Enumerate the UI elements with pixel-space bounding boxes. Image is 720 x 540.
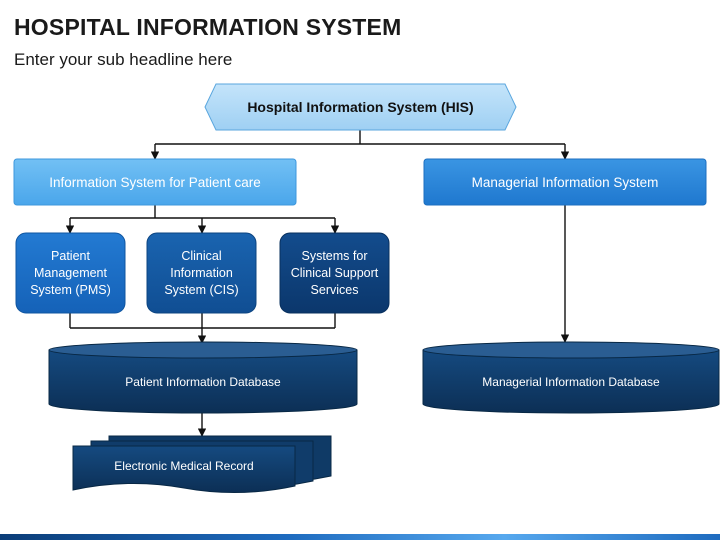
managerial-db-node: Managerial Information Database: [482, 374, 660, 389]
csis-node: Systems for Clinical Support Services: [290, 248, 379, 297]
footer-accent-bar: [0, 534, 720, 540]
patient-care-node-shape: [13, 158, 297, 206]
patient-care-node: Information System for Patient care: [49, 174, 261, 190]
managerial-node: Managerial Information System: [471, 174, 659, 190]
connectors: [65, 130, 570, 437]
root-node-shape: [204, 83, 517, 131]
root-node: Hospital Information System (HIS): [247, 98, 474, 115]
pms-node: Patient Management System (PMS): [30, 248, 111, 297]
managerial-node-shape: [423, 158, 707, 206]
pms-node-shape: [15, 232, 126, 314]
cis-node: Clinical Information System (CIS): [164, 248, 239, 297]
page-title: HOSPITAL INFORMATION SYSTEM: [14, 14, 402, 40]
emr-shape: [72, 435, 332, 494]
patient-db-node: Patient Information Database: [125, 374, 281, 389]
page-subtitle: Enter your sub headline here: [14, 50, 233, 69]
cis-node-shape: [146, 232, 257, 314]
patient-db-shape: [48, 341, 358, 414]
emr-node: Electronic Medical Record: [114, 458, 254, 473]
managerial-db-shape: [422, 341, 720, 414]
csis-node-shape: [279, 232, 390, 314]
